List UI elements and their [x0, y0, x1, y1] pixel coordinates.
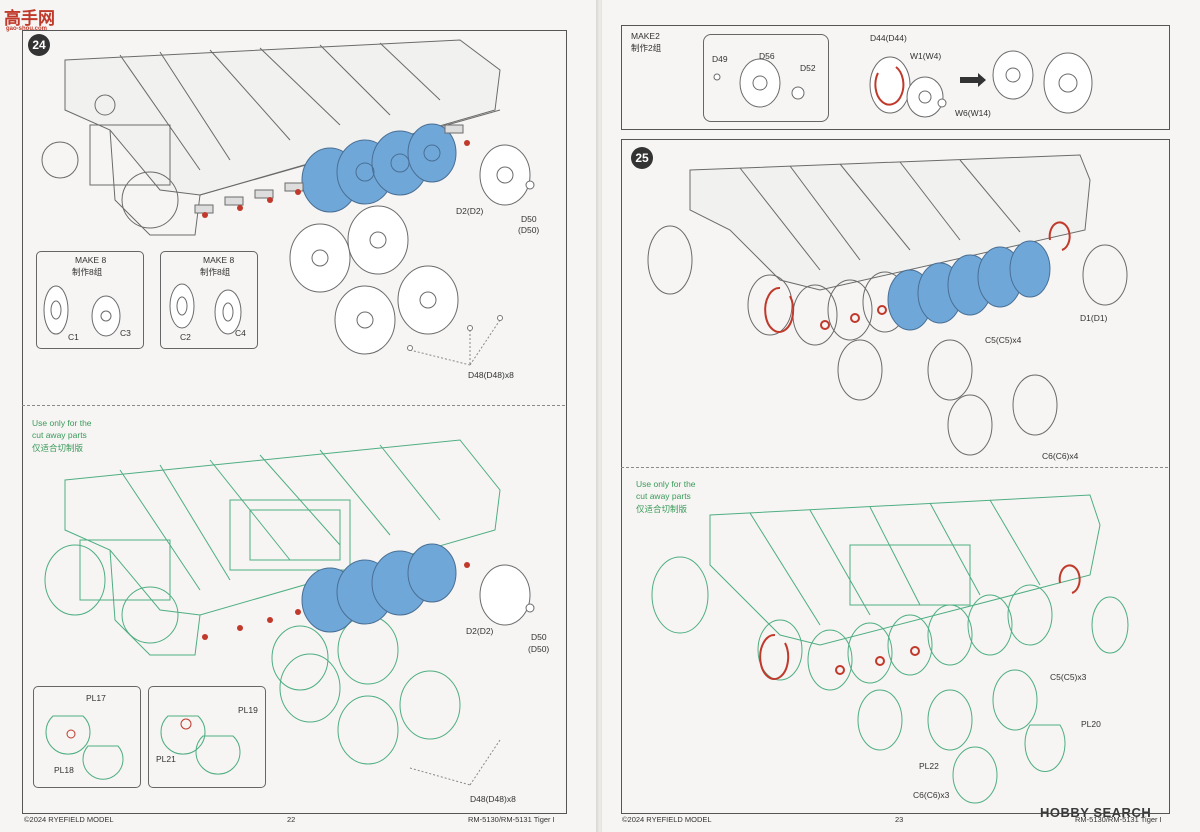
part-w6-label: W6(W14) — [955, 108, 991, 118]
footer-copyright-left: ©2024 RYEFIELD MODEL — [24, 815, 114, 824]
label-pl22: PL22 — [919, 761, 939, 771]
make-box-c1-c3 — [36, 251, 144, 349]
label-c5-bottom: C5(C5)x3 — [1050, 672, 1087, 682]
part-d52-label: D52 — [800, 63, 816, 73]
part-d56-label: D56 — [759, 51, 775, 61]
label-d50-bottom-1: D50 — [531, 632, 547, 642]
label-c6-top: C6(C6)x4 — [1042, 451, 1079, 461]
cutaway-divider-right — [621, 467, 1168, 468]
footer-page-number-right: 23 — [895, 815, 904, 824]
watermark-url: gao-shou.com — [6, 26, 48, 32]
label-d2-top: D2(D2) — [456, 206, 484, 216]
hull-assembly-drawing-top — [41, 39, 535, 366]
label-d1: D1(D1) — [1080, 313, 1108, 323]
make-2-frame — [621, 25, 1170, 130]
wheel-subassembly-c2-c4 — [169, 283, 242, 335]
make-box-2-count-cn: 制作8组 — [200, 267, 231, 277]
part-d44-label: D44(D44) — [870, 33, 907, 43]
part-c1-label: C1 — [68, 332, 79, 342]
label-d2-bottom: D2(D2) — [466, 626, 494, 636]
cutaway-note-left-3: 仅适合切制版 — [32, 443, 84, 453]
label-d48-bottom: D48(D48)x8 — [470, 794, 516, 804]
right-page — [602, 0, 1200, 832]
part-c2-label: C2 — [180, 332, 191, 342]
label-d50-top-2: (D50) — [518, 225, 540, 235]
sprocket-subassembly-box — [703, 34, 829, 122]
step-24-frame — [22, 30, 567, 814]
make-box-1-count-en: MAKE 8 — [75, 255, 107, 265]
watermark-hobby-search: HOBBY SEARCH — [1040, 805, 1152, 820]
cutaway-note-left-1: Use only for the — [32, 418, 92, 428]
make-box-1-count-cn: 制作8组 — [72, 267, 103, 277]
step-25-number: 25 — [631, 147, 653, 169]
label-d50-bottom-2: (D50) — [528, 644, 550, 654]
hull-cutaway-drawing-right — [651, 494, 1129, 804]
page-spine — [596, 0, 604, 832]
part-pl21-label: PL21 — [156, 754, 176, 764]
part-pl17-label: PL17 — [86, 693, 106, 703]
cutaway-note-right-1: Use only for the — [636, 479, 696, 489]
wheel-subassembly-c1-c3 — [43, 285, 121, 337]
hull-assembly-drawing-step25 — [647, 154, 1128, 456]
make-2-count-en: MAKE2 — [631, 31, 660, 41]
part-pl19-label: PL19 — [238, 705, 258, 715]
footer-model-left: RM-5130/RM-5131 Tiger I — [468, 815, 555, 824]
step-24-number: 24 — [28, 34, 50, 56]
cutaway-divider — [22, 405, 565, 406]
cutaway-note-right-2: cut away parts — [636, 491, 691, 501]
sprocket-subassembly-drawing — [713, 50, 1093, 118]
part-d49-label: D49 — [712, 54, 728, 64]
part-pl18-label: PL18 — [54, 765, 74, 775]
footer-page-number-left: 22 — [287, 815, 296, 824]
pl17-pl18-parts — [45, 715, 124, 780]
part-c4-label: C4 — [235, 328, 246, 338]
make-box-c2-c4 — [160, 251, 258, 349]
step-25-frame — [621, 139, 1170, 814]
hull-cutaway-drawing-left — [44, 439, 535, 786]
make-2-count-cn: 制作2组 — [631, 43, 662, 53]
label-c5-top: C5(C5)x4 — [985, 335, 1022, 345]
label-pl20: PL20 — [1081, 719, 1101, 729]
pl-box-19-21 — [148, 686, 266, 788]
footer-copyright-right: ©2024 RYEFIELD MODEL — [622, 815, 712, 824]
part-w1-label: W1(W4) — [910, 51, 942, 61]
make-box-2-count-en: MAKE 8 — [203, 255, 235, 265]
watermark-logo: 高手网 — [4, 9, 55, 28]
part-c3-label: C3 — [120, 328, 131, 338]
pl-box-17-18 — [33, 686, 141, 788]
label-d48-top: D48(D48)x8 — [468, 370, 514, 380]
footer-model-right: RM-5130/RM-5131 Tiger I — [1075, 815, 1162, 824]
label-c6-bottom: C6(C6)x3 — [913, 790, 950, 800]
cutaway-note-right-3: 仅适合切制版 — [636, 504, 688, 514]
label-d50-top-1: D50 — [521, 214, 537, 224]
cutaway-note-left-2: cut away parts — [32, 430, 87, 440]
pl19-pl21-parts — [160, 715, 241, 775]
